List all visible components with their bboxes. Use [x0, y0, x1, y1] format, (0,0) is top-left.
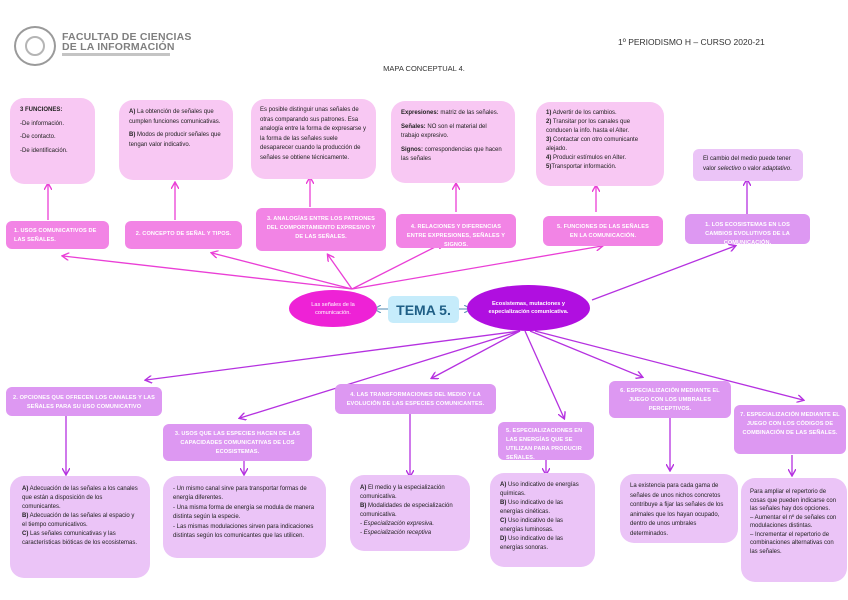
- topic-box-bottom-5[interactable]: 5. ESPECIALIZACIONES EN LAS ENERGÍAS QUE…: [498, 422, 594, 461]
- note-bottom-4: A) El medio y la especialización comunic…: [350, 475, 470, 551]
- note-line: -De contacto.: [20, 134, 56, 140]
- arrow-center-bottom-2: [146, 330, 521, 380]
- note-line: 4) Producir estímulos en Alter.: [546, 155, 627, 161]
- arrow-center-top-2: [212, 253, 353, 290]
- note-line: C) Uso indicativo de las energías lumino…: [500, 518, 564, 533]
- topic-box-top-2[interactable]: 2. CONCEPTO DE SEÑAL Y TIPOS.: [125, 221, 242, 249]
- note-line: A) El medio y la especialización comunic…: [360, 485, 445, 500]
- note-line: 3 FUNCIONES:: [20, 107, 63, 113]
- map-title: MAPA CONCEPTUAL 4.: [383, 64, 465, 73]
- note-line: A) Adecuación de las señales a los canal…: [22, 486, 138, 510]
- note-bottom-3: - Un mismo canal sirve para transportar …: [163, 476, 326, 558]
- topic-box-bottom-7[interactable]: 7. ESPECIALIZACIÓN MEDIANTE EL JUEGO CON…: [734, 405, 846, 454]
- topic-box-bottom-3[interactable]: 3. USOS QUE LAS ESPECIES HACEN DE LAS CA…: [163, 424, 312, 461]
- node-ecosistemas[interactable]: Ecosistemas, mutaciones y especializació…: [467, 285, 590, 331]
- note-line: B) Adecuación de las señales al espacio …: [22, 513, 135, 528]
- topic-box-top-1[interactable]: 1. USOS COMUNICATIVOS DE LAS SEÑALES.: [6, 221, 109, 249]
- note-line: Expresiones: matriz de las señales.: [401, 110, 499, 116]
- arrow-center-top-1: [63, 256, 353, 290]
- note-line: B) Modos de producir señales que tengan …: [129, 132, 221, 148]
- topic-box-top-4[interactable]: 4. RELACIONES Y DIFERENCIAS ENTRE EXPRES…: [396, 214, 516, 248]
- faculty-subtitle-illegible: [62, 53, 170, 56]
- central-topic-tema[interactable]: TEMA 5.: [388, 296, 459, 323]
- note-bottom-6: La existencia para cada gama de señales …: [620, 474, 738, 543]
- faculty-name-line2: DE LA INFORMACIÓN: [62, 41, 175, 53]
- note-line: La existencia para cada gama de señales …: [630, 483, 724, 537]
- note-line: – Incrementar el repertorio de combinaci…: [750, 531, 834, 555]
- faculty-name-line1: FACULTAD DE CIENCIAS: [62, 31, 192, 43]
- arrow-center-bottom-6: [529, 330, 642, 377]
- note-top-3: Es posible distinguir unas señales de ot…: [251, 99, 376, 179]
- note-line: - Una misma forma de energía se modula d…: [173, 505, 315, 520]
- topic-box-bottom-6[interactable]: 6. ESPECIALIZACIÓN MEDIANTE EL JUEGO CON…: [609, 381, 731, 418]
- topic-box-bottom-2[interactable]: 2. OPCIONES QUE OFRECEN LOS CANALES Y LA…: [6, 387, 162, 416]
- university-emblem-icon: [14, 26, 56, 66]
- topic-box-top-5[interactable]: 5. FUNCIONES DE LAS SEÑALES EN LA COMUNI…: [543, 216, 663, 246]
- note-line: Es posible distinguir unas señales de ot…: [260, 107, 367, 161]
- arrow-center-top-6: [591, 246, 735, 301]
- note-bottom-7: Para ampliar el repertorio de cosas que …: [741, 478, 847, 582]
- note-line: -De información.: [20, 120, 65, 127]
- note-line: - Un mismo canal sirve para transportar …: [173, 486, 307, 501]
- note-top-1: 3 FUNCIONES: -De información. -De contac…: [10, 98, 95, 184]
- note-line: Señales: NO son el material del trabajo …: [401, 123, 487, 140]
- topic-box-top-3[interactable]: 3. ANALOGÍAS ENTRE LOS PATRONES DEL COMP…: [256, 208, 386, 251]
- note-line: 3) Contactar con otro comunicante alejad…: [546, 137, 639, 152]
- note-line: – Aumentar el nº de señales con modulaci…: [750, 514, 837, 530]
- note-line: -De identificación.: [20, 147, 68, 154]
- topic-box-top-6[interactable]: 1. LOS ECOSISTEMAS EN LOS CAMBIOS EVOLUT…: [685, 214, 810, 246]
- note-line: Para ampliar el repertorio de cosas que …: [750, 489, 837, 512]
- note-top-2: A) La obtención de señales que cumplen f…: [119, 100, 233, 180]
- note-line: B) Uso indicativo de las energías cinéti…: [500, 500, 564, 515]
- arrow-center-bottom-4: [432, 330, 521, 378]
- note-line: - Especialización receptiva: [360, 530, 432, 536]
- note-top-4: Expresiones: matriz de las señales. Seña…: [391, 101, 515, 183]
- arrow-center-top-3: [328, 255, 353, 290]
- node-senales-comunicacion[interactable]: Las señales de la comunicación.: [289, 290, 377, 327]
- note-line: Signos: correspondencias que hacen las s…: [401, 146, 502, 163]
- note-bottom-2: A) Adecuación de las señales a los canal…: [10, 476, 150, 578]
- note-line: A) La obtención de señales que cumplen f…: [129, 109, 221, 125]
- arrow-center-bottom-5: [524, 330, 564, 418]
- note-top-5: 1) Advertir de los cambios. 2) Transitar…: [536, 102, 664, 186]
- note-bottom-5: A) Uso indicativo de energías químicas. …: [490, 473, 595, 567]
- topic-box-bottom-4[interactable]: 4. LAS TRANSFORMACIONES DEL MEDIO Y LA E…: [335, 384, 496, 414]
- note-line: A) Uso indicativo de energías químicas.: [500, 482, 579, 497]
- note-line: 1) Advertir de los cambios.: [546, 110, 617, 116]
- course-label: 1º PERIODISMO H – CURSO 2020-21: [618, 37, 765, 47]
- note-line: - Especialización expresiva.: [360, 521, 435, 527]
- note-line: C) Las señales comunicativas y las carac…: [22, 531, 138, 546]
- note-line: 5)Transportar información.: [546, 164, 617, 170]
- arrow-center-top-5: [351, 246, 602, 290]
- note-line: B) Modalidades de especialización comuni…: [360, 503, 453, 518]
- note-line: - Las mismas modulaciones sirven para in…: [173, 524, 314, 539]
- note-line: 2) Transitar por los canales que conduce…: [546, 119, 631, 134]
- note-top-6: El cambio del medio puede tener valor se…: [693, 149, 803, 181]
- note-line: D) Uso indicativo de las energías sonora…: [500, 536, 564, 551]
